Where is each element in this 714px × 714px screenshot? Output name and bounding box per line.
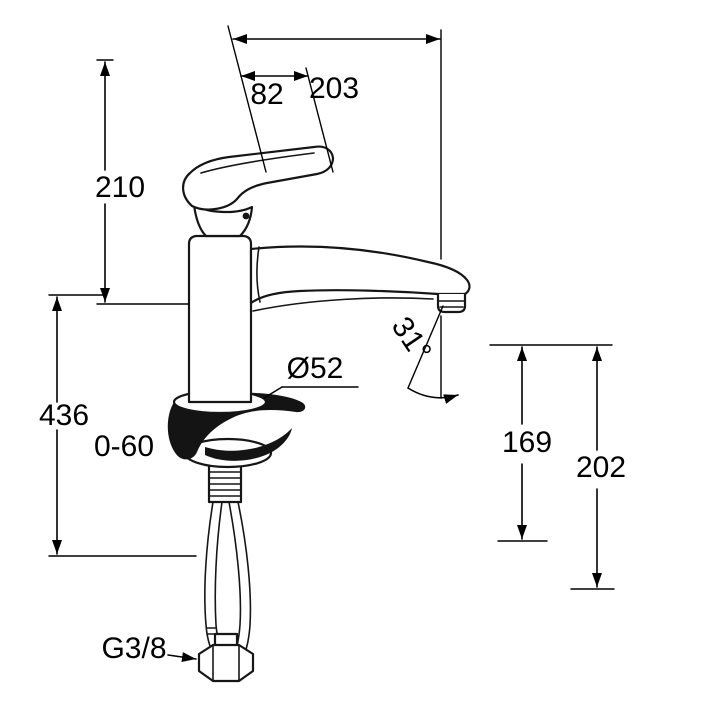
- faucet-body: [187, 234, 253, 404]
- dimension-annotations: 203 82 210 436 0-60 Ø52 3: [39, 25, 626, 665]
- extension-line-body-axis: [227, 25, 267, 173]
- supply-hose-left-inner: [214, 501, 223, 653]
- dimension-label-spout-reach: 203: [309, 72, 359, 105]
- dimension-label-overall-height: 436: [39, 399, 89, 432]
- dimension-label-spout-top-height: 202: [576, 451, 626, 484]
- dimension-label-spout-angle: 31°: [385, 311, 438, 367]
- leader-line-connection-thread: [167, 652, 197, 662]
- temperature-indicator-dot: [242, 212, 250, 220]
- aerator: [436, 292, 467, 314]
- cartridge-cap: [192, 203, 254, 238]
- dimension-label-outlet-height: 169: [502, 426, 552, 459]
- extension-line-handle-tip: [305, 67, 334, 173]
- handle-top-contour: [200, 152, 315, 174]
- dimension-label-handle-offset: 82: [250, 78, 283, 111]
- spout-underside-line: [252, 297, 434, 312]
- dimension-label-mounting-thickness: 0-60: [94, 430, 154, 463]
- threaded-shank: [207, 462, 243, 504]
- hex-nut: [197, 643, 255, 683]
- faucet-spout: [249, 245, 471, 305]
- dimension-label-height-above-deck: 210: [95, 171, 145, 204]
- spout-body-joint-line: [256, 246, 261, 303]
- dimension-label-connection-thread: G3/8: [101, 632, 166, 665]
- escutcheon-lower-wing: [205, 428, 292, 461]
- leader-line-base-diameter: [263, 386, 283, 399]
- connection-nut: [197, 632, 255, 683]
- angle-leg-line: [407, 305, 444, 389]
- lever-handle: [182, 145, 335, 211]
- supply-hose-left-outer: [204, 501, 215, 656]
- faucet-figure: [167, 145, 471, 683]
- dimension-label-base-diameter: Ø52: [287, 352, 344, 385]
- angle-arc: [407, 387, 459, 404]
